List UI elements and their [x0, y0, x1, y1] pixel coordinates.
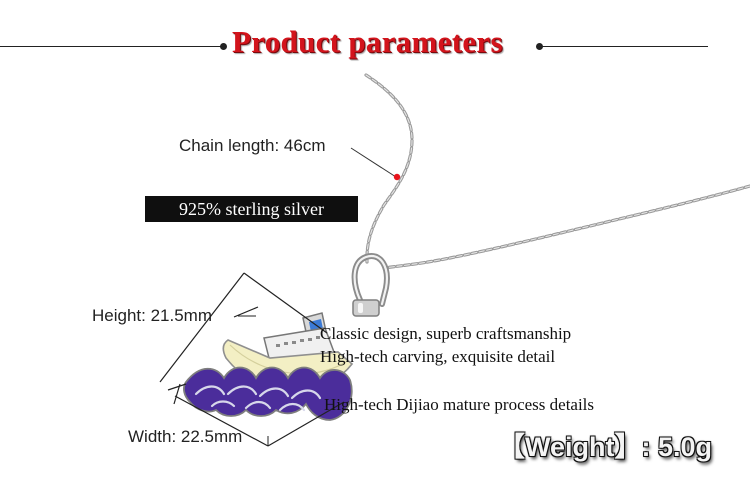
- width-dimension: [173, 383, 345, 447]
- height-label: Height: 21.5mm: [92, 306, 212, 325]
- pendant-bail: [351, 253, 390, 317]
- width-label: Width: 22.5mm: [128, 427, 243, 446]
- chain-right-strand: [382, 184, 750, 270]
- title-divider-right: [540, 46, 708, 47]
- chain-left-strand: [364, 73, 414, 264]
- weight-value: 【Weight】: 5.0g: [498, 432, 713, 462]
- feature-design: Classic design, superb craftsmanship: [320, 324, 572, 343]
- chain-length-pointer: [350, 147, 397, 178]
- page-title: Product parameters: [232, 24, 503, 59]
- material-badge: 925% sterling silver: [145, 196, 358, 222]
- feature-carving: High-tech carving, exquisite detail: [320, 347, 556, 366]
- height-dimension: [159, 272, 328, 391]
- chain-length-label: Chain length: 46cm: [179, 136, 326, 155]
- title-divider-left: [0, 46, 222, 47]
- title-dot-left: [220, 43, 227, 50]
- feature-process: High-tech Dijiao mature process details: [324, 395, 595, 414]
- title-dot-right: [536, 43, 543, 50]
- chain-length-marker: [393, 173, 401, 181]
